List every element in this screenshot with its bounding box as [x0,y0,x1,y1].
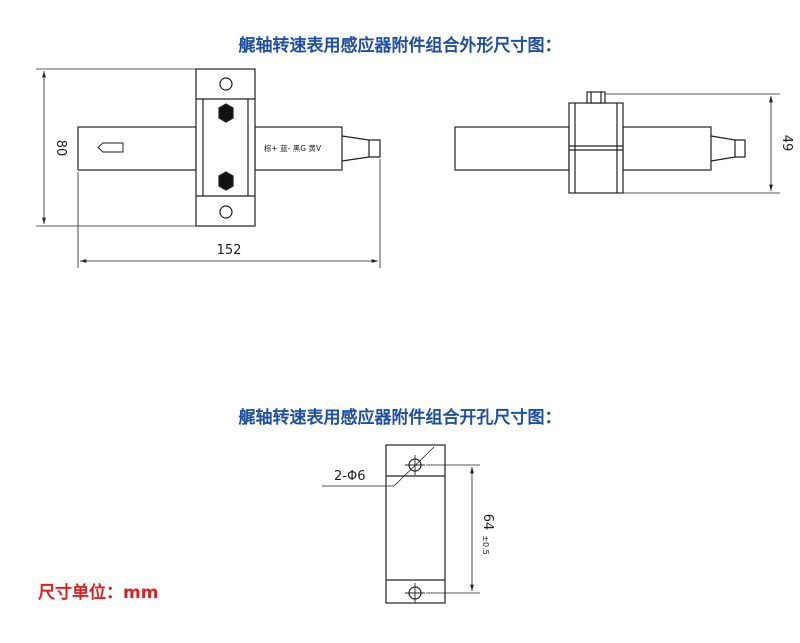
dim-side-height-label: 49 [779,135,794,152]
front-view [77,68,381,227]
hole-spacing-label: 64 [480,514,495,531]
side-block [568,102,624,194]
front-left-rod [77,126,197,171]
cutout-dimensions [322,446,480,594]
cutout-plate [385,444,446,604]
cutout-title: 艉轴转速表用感应器附件组合开孔尺寸图： [238,408,562,428]
side-view [454,91,746,194]
hole-tolerance-label: ±0.5 [481,535,490,554]
front-block [195,68,256,227]
dim-length-label: 152 [217,243,242,258]
cutout-view [385,444,446,604]
wire-label: 棕+ 蓝- 黑G 黄V [264,143,322,153]
dim-height-label: 80 [53,140,68,157]
side-dimensions [605,93,780,194]
side-connector [710,135,746,162]
side-screw [586,91,606,104]
hex-nut-top [218,103,234,123]
side-left-rod [454,126,570,171]
front-connector [341,135,381,162]
hole-spec-label: 2-Φ6 [334,469,365,484]
hex-nut-bottom [218,171,234,191]
unit-label: 尺寸单位：mm [38,583,159,603]
side-right-rod [622,126,712,171]
outline-title: 艉轴转速表用感应器附件组合外形尺寸图： [238,36,562,56]
front-dimensions [36,68,381,268]
rod-slot [97,142,124,153]
